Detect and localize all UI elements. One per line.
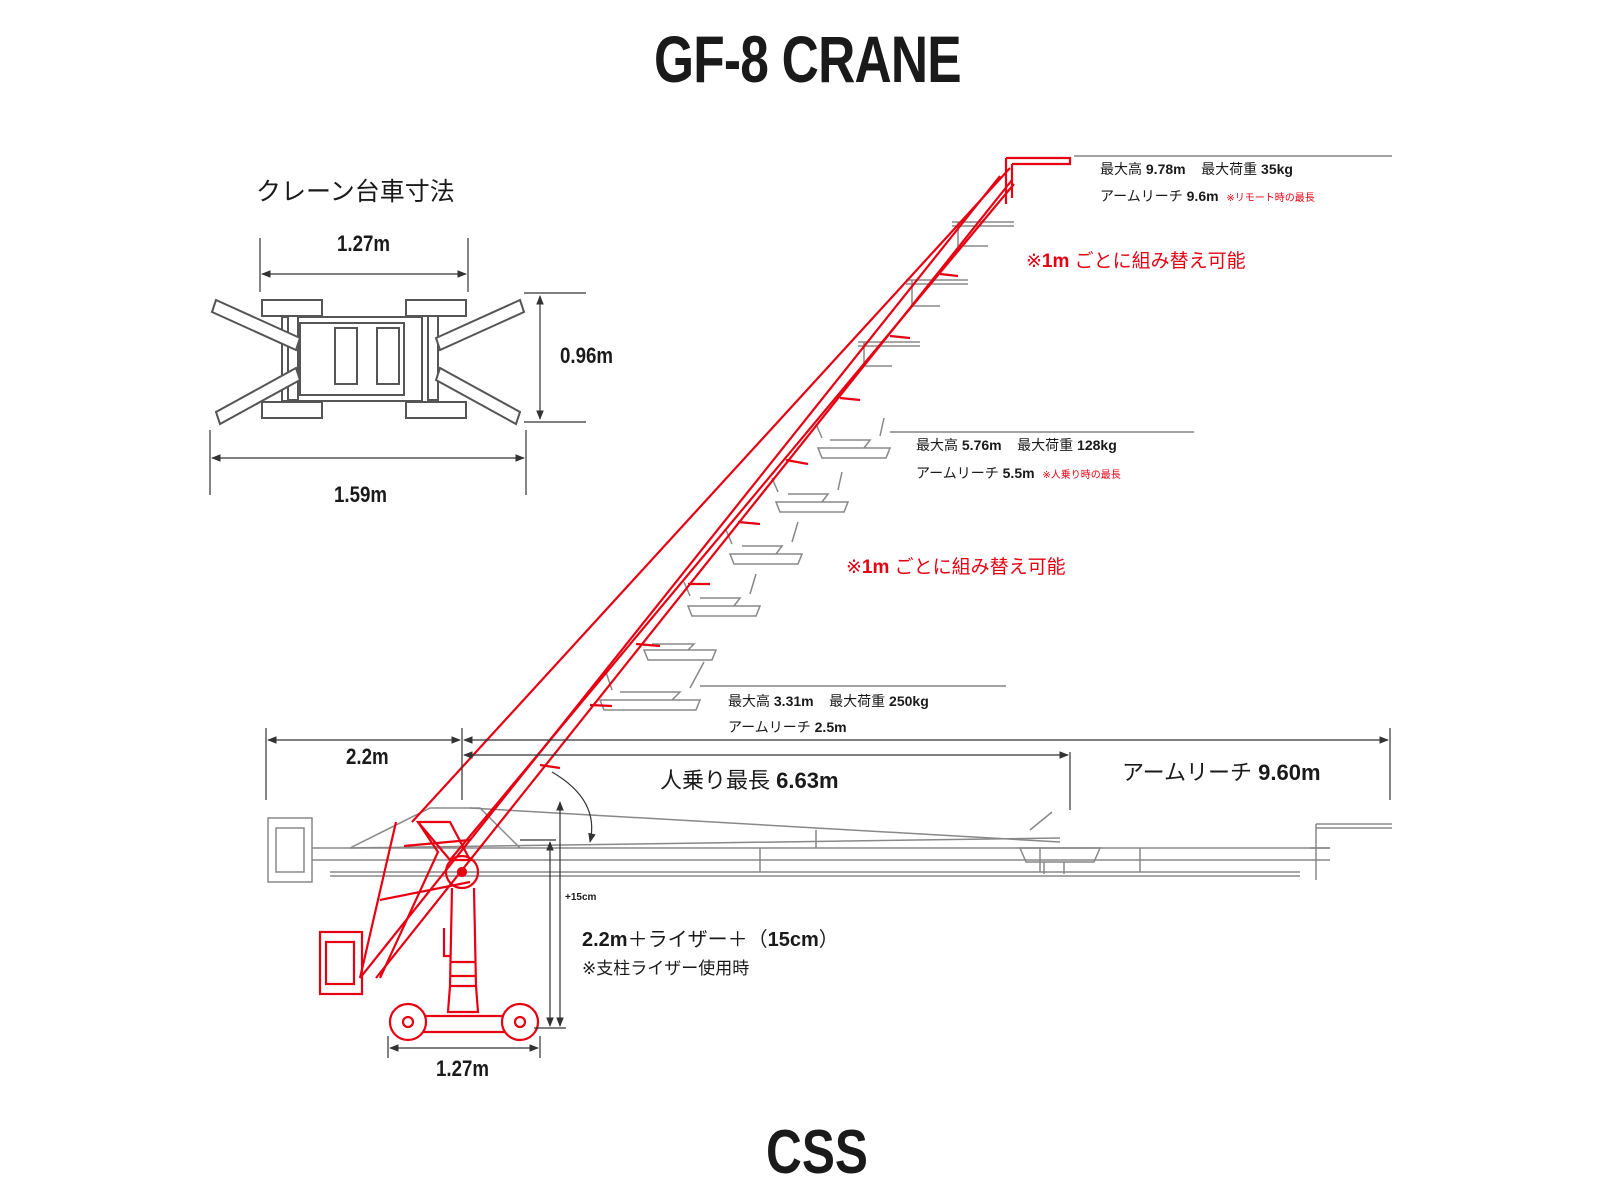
- rear-length: 2.2m: [346, 744, 389, 769]
- level-1-reach: アームリーチ 9.6m ※リモート時の最長: [1100, 188, 1315, 204]
- reconfig-note-lower: ※1m ごとに組み替え可能: [846, 557, 1066, 578]
- cart-dimension-lines: [209, 238, 586, 495]
- cart-width-inner: 1.27m: [337, 231, 391, 256]
- reconfig-note-upper: ※1m ごとに組み替え可能: [1026, 251, 1246, 272]
- cart-depth: 0.96m: [560, 343, 614, 368]
- cart-plan-view: [210, 298, 526, 426]
- crane-red-assembly: [318, 156, 1072, 1042]
- riser-height: 2.2m＋ライザー＋（15cm）: [582, 929, 839, 951]
- level-2-reach: アームリーチ 5.5m ※人乗り時の最長: [916, 465, 1121, 481]
- brand-footer: CSS: [766, 1118, 868, 1187]
- arm-reach-total: アームリーチ 9.60m: [1122, 760, 1321, 785]
- level-3-stats: 最大高 3.31m 最大荷重 250kg: [728, 693, 929, 709]
- base-width: 1.27m: [436, 1056, 490, 1081]
- bottom-dimension-lines: [265, 728, 1391, 1058]
- level-1-stats: 最大高 9.78m 最大荷重 35kg: [1100, 161, 1293, 177]
- ride-max-length: 人乗り最長 6.63m: [660, 768, 839, 793]
- level-2-stats: 最大高 5.76m 最大荷重 128kg: [916, 437, 1117, 453]
- riser-note: ※支柱ライザー使用時: [582, 959, 750, 978]
- grey-platform-positions: [267, 221, 1392, 883]
- riser-small-label: +15cm: [565, 892, 597, 903]
- page-title: GF-8 CRANE: [654, 22, 962, 96]
- height-reference-lines: [700, 155, 1392, 687]
- level-3-reach: アームリーチ 2.5m: [728, 719, 847, 735]
- cart-heading: クレーン台車寸法: [256, 178, 455, 206]
- cart-width-outer: 1.59m: [334, 482, 388, 507]
